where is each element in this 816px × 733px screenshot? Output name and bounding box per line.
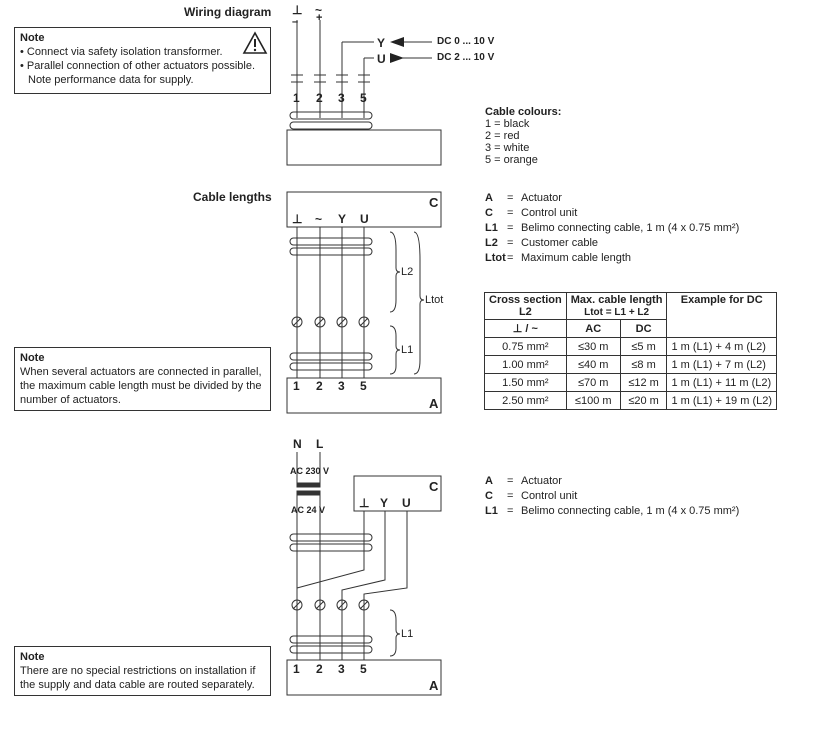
terminal-2: 2 xyxy=(316,662,323,676)
terminal-2: 2 xyxy=(316,379,323,393)
legend-diagram3: A=Actuator C=Control unit L1=Belimo conn… xyxy=(485,474,739,519)
note-title: Note xyxy=(20,32,45,44)
colour-item: 1 = black xyxy=(485,118,530,130)
terminal-3: 3 xyxy=(338,91,345,105)
note-title: Note xyxy=(20,651,45,663)
legend-row: Ltot=Maximum cable length xyxy=(485,252,632,264)
box-c-label: C xyxy=(429,479,439,494)
warning-triangle-icon xyxy=(242,31,268,54)
header-dc: DC xyxy=(619,319,668,338)
terminal-3: 3 xyxy=(338,379,345,393)
terminal-5: 5 xyxy=(360,91,367,105)
legend-row: A=Actuator xyxy=(485,192,562,204)
signal-y-label: Y xyxy=(377,36,386,50)
line-label: L xyxy=(316,437,324,451)
plus-sign: + xyxy=(316,12,323,24)
header-example: Example for DC xyxy=(666,292,778,338)
l2-label: L2 xyxy=(401,266,414,278)
note-item: • Parallel connection of other actuators… xyxy=(20,60,255,86)
signal-u-label: U xyxy=(377,52,386,66)
legend-row: A=Actuator xyxy=(485,475,562,487)
terminal-2: 2 xyxy=(316,91,323,105)
header-symbols: ⊥ / ~ xyxy=(484,319,567,338)
terminal-1: 1 xyxy=(293,662,300,676)
colour-item: 5 = orange xyxy=(485,154,538,166)
l1-label: L1 xyxy=(401,344,414,356)
terminal-3: 3 xyxy=(338,662,345,676)
note-restrictions: Note There are no special restrictions o… xyxy=(14,646,271,696)
legend-row: L1=Belimo connecting cable, 1 m (4 x 0.7… xyxy=(485,222,740,234)
signal-u-value: DC 2 ... 10 V xyxy=(437,52,495,63)
signal-y-value: DC 0 ... 10 V xyxy=(437,36,495,47)
top-label-ground: ⊥ xyxy=(292,212,303,226)
arrow-right-icon xyxy=(390,53,404,63)
terminal-1: 1 xyxy=(293,379,300,393)
neutral-label: N xyxy=(293,437,302,451)
note-parallel: Note When several actuators are connecte… xyxy=(14,347,271,411)
legend-row: C=Control unit xyxy=(485,490,578,502)
note-safety: Note • Connect via safety isolation tran… xyxy=(14,27,271,94)
note-title: Note xyxy=(20,352,45,364)
terminal-5: 5 xyxy=(360,379,367,393)
wiring-diagram-heading: Wiring diagram xyxy=(184,5,272,19)
ac24-label: AC 24 V xyxy=(291,505,326,515)
note-text: When several actuators are connected in … xyxy=(20,366,262,406)
box-a-label: A xyxy=(429,396,439,411)
ltot-label: Ltot xyxy=(425,294,444,306)
terminal-1: 1 xyxy=(293,91,300,105)
cable-colours-title: Cable colours: xyxy=(485,106,562,118)
minus-sign: – xyxy=(292,16,299,28)
top-label-y: Y xyxy=(338,212,347,226)
colour-item: 3 = white xyxy=(485,142,530,154)
colour-item: 2 = red xyxy=(485,130,520,142)
legend-row: L2=Customer cable xyxy=(485,237,599,249)
header-ac: AC xyxy=(565,319,621,338)
cable-colours: Cable colours: 1 = black 2 = red 3 = whi… xyxy=(485,106,561,166)
box-c-label: C xyxy=(429,195,439,210)
legend-cable-lengths: A=Actuator C=Control unit L1=Belimo conn… xyxy=(485,191,739,266)
ac-symbol: ~ xyxy=(315,3,323,17)
ac230-label: AC 230 V xyxy=(290,466,330,476)
ground-symbol: ⊥ xyxy=(292,3,303,17)
l1-label: L1 xyxy=(401,628,414,640)
top-label-u: U xyxy=(360,212,369,226)
c-label-u: U xyxy=(402,496,411,510)
box-a-label: A xyxy=(429,678,439,693)
c-label-ground: ⊥ xyxy=(359,496,370,510)
top-label-ac: ~ xyxy=(315,212,323,226)
arrow-left-icon xyxy=(390,37,404,47)
cable-lengths-heading: Cable lengths xyxy=(193,190,272,204)
legend-row: L1=Belimo connecting cable, 1 m (4 x 0.7… xyxy=(485,505,740,517)
legend-row: C=Control unit xyxy=(485,207,578,219)
note-item: • Connect via safety isolation transform… xyxy=(20,46,223,58)
terminal-5: 5 xyxy=(360,662,367,676)
c-label-y: Y xyxy=(380,496,389,510)
note-text: There are no special restrictions on ins… xyxy=(20,665,256,691)
